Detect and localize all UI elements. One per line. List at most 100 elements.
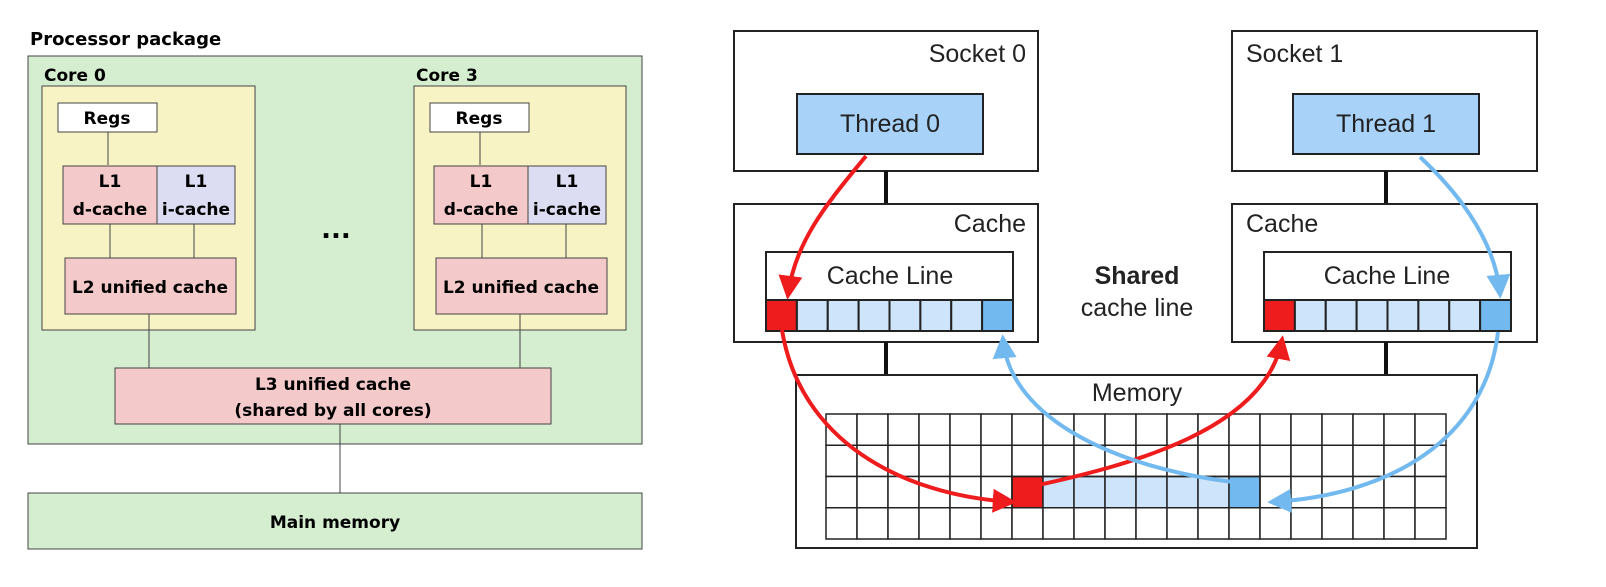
memory-cell (1352, 413, 1385, 446)
l2-cache (64, 257, 237, 315)
shared-sublabel: cache line (1081, 294, 1194, 322)
thread-0-label: Thread 0 (840, 110, 940, 138)
thread-1-label: Thread 1 (1336, 110, 1436, 138)
memory-cell (918, 507, 951, 540)
cache-line-cell (1386, 299, 1420, 332)
blue-arrow-thread-to-cache (1418, 155, 1511, 299)
memory-cell (1259, 507, 1292, 540)
memory-cell (1135, 413, 1168, 446)
memory-cell (1259, 413, 1292, 446)
memory-cell (887, 507, 920, 540)
memory-cell (1414, 507, 1447, 540)
cache-line-cell (919, 299, 953, 332)
shared-label: Shared (1095, 262, 1180, 290)
red-arrow-thread-to-cache (778, 154, 868, 300)
memory-cell (1135, 507, 1168, 540)
cache-line-1-label: Cache Line (1324, 262, 1450, 290)
memory-cell (1011, 507, 1044, 540)
memory-cell (856, 475, 889, 509)
cache-line-cell (765, 299, 798, 332)
l1-dcache-label: L1 (99, 172, 122, 192)
memory-cell (1011, 413, 1044, 446)
memory-cell (1166, 507, 1199, 540)
cache-line-cell (1417, 299, 1451, 332)
memory-cell (1352, 444, 1385, 478)
core-3: Core 3 Regs L1 d-cache L1 i-cache L2 uni… (413, 66, 627, 368)
core-label: Core 3 (416, 66, 478, 86)
socket-0-label: Socket 0 (929, 40, 1026, 68)
cache-line-cell (1324, 299, 1358, 332)
memory-cell (1290, 475, 1323, 509)
registers-box (429, 102, 530, 133)
memory-cell (1321, 444, 1354, 478)
memory-cell (1135, 475, 1168, 509)
memory-cell (1073, 475, 1106, 509)
memory-cell (1011, 444, 1044, 478)
thread-1 (1292, 93, 1480, 155)
l1-icache (527, 165, 607, 225)
memory-cell (1321, 413, 1354, 446)
main-memory-label: Main memory (270, 513, 400, 533)
memory-cell (1321, 507, 1354, 540)
memory-cell (1011, 475, 1044, 509)
memory-cell (1166, 475, 1199, 509)
socket-1-label: Socket 1 (1246, 40, 1343, 68)
memory-cell (949, 413, 982, 446)
l1-dcache-sublabel: d-cache (444, 200, 518, 220)
l1-icache-sublabel: i-cache (162, 200, 230, 220)
memory-cell (887, 413, 920, 446)
l3-cache-sublabel: (shared by all cores) (234, 401, 431, 421)
memory-cell (1197, 444, 1230, 478)
memory-cell (1104, 507, 1137, 540)
memory-cell (1228, 507, 1261, 540)
cache-line-cell (950, 299, 984, 332)
l1-icache-sublabel: i-cache (533, 200, 601, 220)
memory-cell (1104, 413, 1137, 446)
cache-line-cell (1479, 299, 1512, 332)
memory-cell (980, 444, 1013, 478)
cache-line-cell (857, 299, 891, 332)
cache-line-cell (981, 299, 1014, 332)
l3-cache-label: L3 unified cache (255, 375, 411, 395)
cache-line-cell (1293, 299, 1327, 332)
memory-cell (1383, 475, 1416, 509)
cache-0-label: Cache (954, 210, 1026, 238)
l1-icache (156, 165, 236, 225)
l2-cache-label: L2 unified cache (443, 278, 599, 298)
memory-cell (1073, 507, 1106, 540)
memory-cell (1042, 444, 1075, 478)
ellipsis: ... (321, 215, 351, 245)
memory-cell (1259, 444, 1292, 478)
memory-grid (825, 413, 1447, 540)
memory-cell (1383, 507, 1416, 540)
registers-label: Regs (456, 109, 503, 129)
false-sharing-diagram: Socket 0 Thread 0 Socket 1 Thread 1 Cach… (733, 30, 1538, 549)
l1-dcache (433, 165, 530, 225)
cache-line-0-cells (765, 299, 1014, 332)
red-arrow-memory-to-cache (1033, 335, 1291, 488)
l3-cache (114, 367, 552, 425)
cache-line-cell (1263, 299, 1296, 332)
memory-cell (856, 413, 889, 446)
memory-cell (980, 507, 1013, 540)
processor-package-label: Processor package (30, 29, 221, 50)
memory-cell (1290, 507, 1323, 540)
core-label: Core 0 (44, 66, 106, 86)
memory-cell (825, 507, 858, 540)
cache-line-0-label: Cache Line (827, 262, 953, 290)
cache-line-0 (765, 251, 1014, 301)
memory-cell (1414, 475, 1447, 509)
memory-cell (856, 507, 889, 540)
cache-1-label: Cache (1246, 210, 1318, 238)
blue-arrow-cache-to-memory (1267, 331, 1500, 513)
cache-line-cell (826, 299, 860, 332)
memory-label: Memory (1092, 379, 1183, 407)
blue-arrow-memory-to-cache (992, 334, 1243, 485)
thread-0 (796, 93, 984, 155)
memory-cell (1042, 507, 1075, 540)
cache-line-cell (795, 299, 829, 332)
cache-line-cell (1448, 299, 1482, 332)
memory-cell (1352, 507, 1385, 540)
memory-cell (1228, 444, 1261, 478)
